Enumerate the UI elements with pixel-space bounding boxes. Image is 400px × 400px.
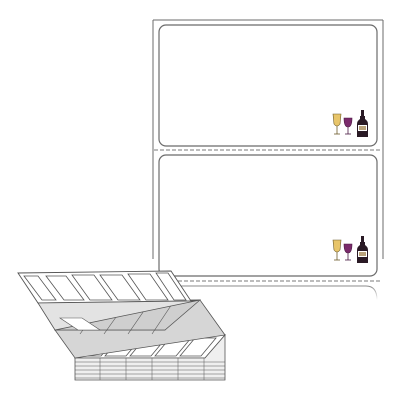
label-2-decoration	[332, 236, 368, 263]
fanfold-stack-illustration	[17, 270, 226, 381]
label-sheet	[152, 19, 384, 350]
top-label-strip	[17, 270, 192, 304]
folded-panel	[37, 299, 201, 331]
label-1-decoration	[332, 110, 368, 137]
wine-bottle-icon	[357, 110, 368, 137]
champagne-glasses-icon	[332, 239, 353, 261]
label-1	[158, 24, 378, 147]
label-2	[158, 154, 378, 277]
champagne-glasses-icon	[332, 113, 353, 135]
wine-bottle-icon	[357, 236, 368, 263]
